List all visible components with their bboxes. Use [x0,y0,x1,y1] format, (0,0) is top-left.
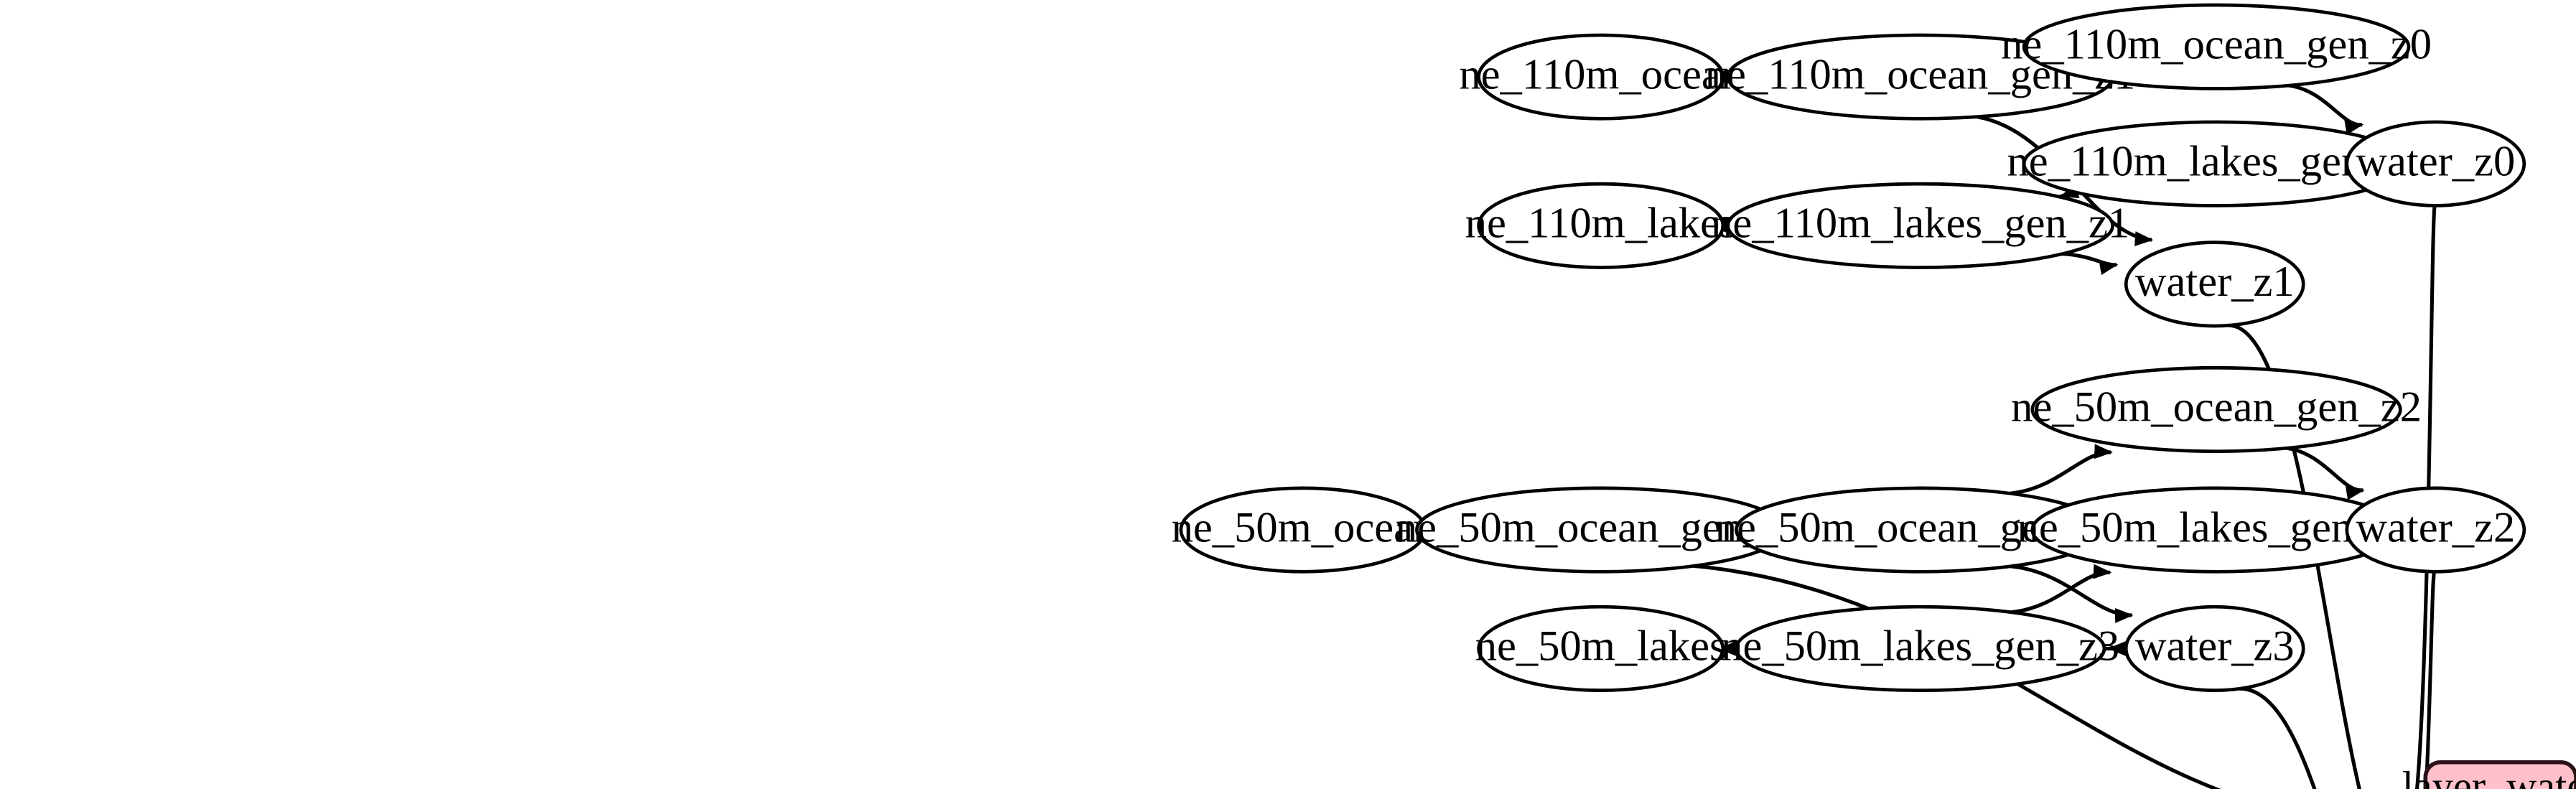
graph-node[interactable]: water_z0 [2345,120,2526,207]
record-title: layer_water [2402,763,2576,789]
graph-node[interactable]: ne_50m_lakes [1475,604,1727,692]
graph-edge [2229,323,2362,789]
graph-edge [2010,444,2113,495]
node-ellipse [2022,3,2411,90]
node-ellipse [1726,182,2114,269]
graph-edge [2062,252,2119,276]
graph-node[interactable]: ne_110m_lakes [1465,182,1737,269]
record-body [2423,760,2576,789]
graph-node[interactable]: water_z2 [2345,486,2526,574]
graph-node[interactable]: ne_50m_ocean [1172,486,1435,574]
node-label: water_z2 [2356,503,2515,551]
node-label: water_z3 [2135,622,2295,671]
node-label: ne_110m_lakes [1465,200,1737,248]
graph-node[interactable]: ne_50m_ocean_gen_z4 [1396,486,1806,574]
graph-edge [2424,569,2437,789]
node-label: water_z1 [2135,258,2295,306]
graph-edge [2286,446,2365,500]
node-label: ne_110m_ocean [1459,50,1742,98]
graph-node[interactable]: ne_50m_ocean_gen_z2 [2011,365,2422,453]
graph-edge [1693,564,2221,789]
node-label: ne_50m_lakes [1475,622,1727,671]
node-label: ne_50m_lakes_gen_z3 [1721,622,2119,671]
node-ellipse [1477,604,1725,692]
graph-node[interactable]: water_z3 [2124,604,2305,692]
graph-node[interactable]: ne_50m_lakes_gen_z3 [1721,604,2119,692]
graph-edge [2239,686,2317,789]
node-label: ne_50m_ocean_gen_z2 [2011,383,2422,431]
node-ellipse [2345,486,2526,574]
record-node-layer: layer_waterz0z1z2z3z4z5z6z7z8z9z10z11z12… [2402,760,2576,789]
graph-node[interactable]: water_z1 [2124,241,2305,328]
node-label: ne_110m_ocean_gen_z0 [2001,20,2432,68]
node-ellipse [2124,604,2305,692]
graph-edge [2288,83,2364,135]
graph-node[interactable]: ne_110m_lakes_gen_z1 [1711,182,2129,269]
node-label: water_z0 [2356,137,2515,185]
node-ellipse [2345,120,2526,207]
graph-edge [2010,564,2134,623]
node-ellipse [1735,604,2106,692]
node-label: ne_110m_lakes_gen_z1 [1711,200,2129,248]
graph-node[interactable]: ne_110m_ocean [1459,33,1742,121]
node-ellipse [2124,241,2305,328]
nodes-layer: imposm3osm_ocean_polygonosm_water_polygo… [1172,3,2526,692]
graph-node[interactable]: ne_110m_ocean_gen_z0 [2001,3,2432,90]
node-ellipse [1477,182,1725,269]
node-ellipse [2030,365,2402,453]
graph-edge [2010,564,2112,615]
layer-water-record-node[interactable]: layer_waterz0z1z2z3z4z5z6z7z8z9z10z11z12… [2402,760,2576,789]
node-label: ne_50m_ocean [1172,503,1435,551]
graph-node[interactable]: ne_50m_lakes_gen_z2 [2017,486,2416,574]
node-ellipse [1477,33,1725,121]
